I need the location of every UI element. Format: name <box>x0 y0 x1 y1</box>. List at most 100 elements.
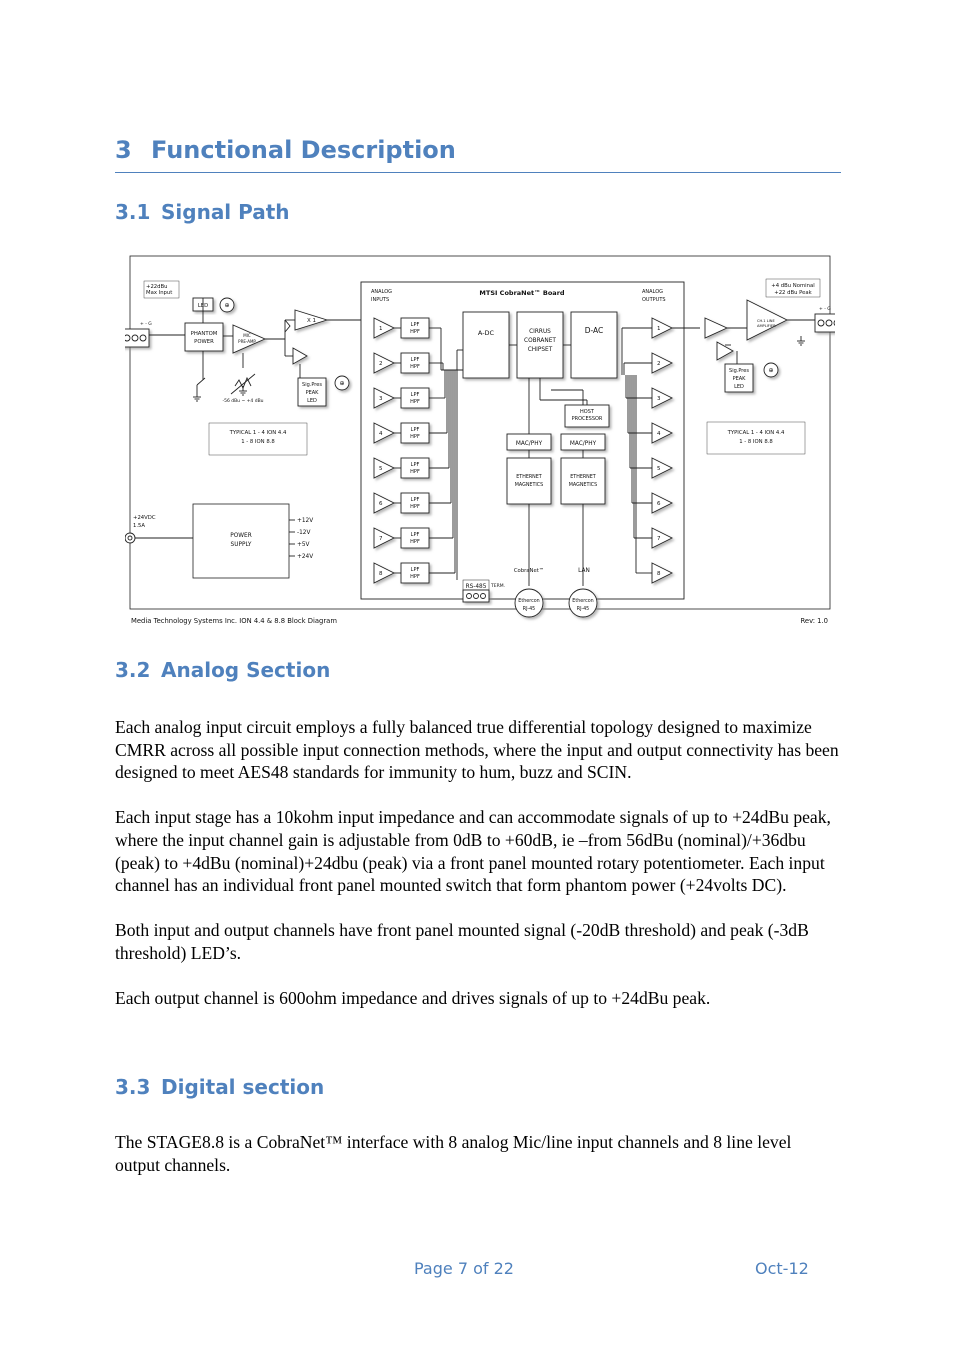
mac-phy-2-label: MAC/PHY <box>570 441 597 447</box>
magnetics-1-box <box>506 457 552 505</box>
input-channel-7-number: 7 <box>379 536 383 542</box>
power-supply-label: SUPPLY <box>231 542 252 548</box>
analog-paragraph-1: Each analog input circuit employs a full… <box>115 717 839 783</box>
typical-right-label: TYPICAL 1 - 4 ION 4.4 <box>727 430 785 436</box>
ethercon-cobranet-label: Ethercon <box>518 598 539 604</box>
sig-led-out-glyph: ⊕ <box>768 367 773 374</box>
max-input-label: +22dBu <box>146 284 168 290</box>
line-amp-label: AMPLIFIER <box>757 324 776 328</box>
rs485-pin <box>473 593 479 599</box>
rs485-label: RS-485 <box>466 584 487 590</box>
sig-pres-out-label: LED <box>734 384 744 390</box>
chipset-box <box>516 311 564 379</box>
connector-pin <box>825 319 833 327</box>
typical-right-label: 1 - 8 ION 8.8 <box>739 439 773 445</box>
sig-pres-out-box <box>724 363 754 393</box>
filter-7-label: HPF <box>410 539 420 545</box>
ethercon-cobranet-label: RJ-45 <box>523 606 535 612</box>
max-input-label: Max Input <box>146 290 172 296</box>
power-supply-label: POWER <box>230 533 251 539</box>
connector-pins-label: + - G <box>140 321 152 327</box>
phantom-power-label: POWER <box>194 339 214 345</box>
filter-6-box <box>400 492 430 514</box>
input-channel-8-number: 8 <box>379 571 383 577</box>
magnetics-2-label: MAGNETICS <box>569 482 597 488</box>
output-channel-4-number: 4 <box>657 431 661 437</box>
filter-1-label: HPF <box>410 329 420 335</box>
analog-outputs-label: ANALOG <box>642 289 663 295</box>
input-channel-5-triangle <box>373 457 396 479</box>
cobranet-label: CobraNet™ <box>514 568 544 574</box>
filter-5-box <box>400 457 430 479</box>
input-channel-8-triangle <box>373 562 396 584</box>
filter-4-box <box>400 422 430 444</box>
filter-1-box <box>400 317 430 339</box>
magnetics-1-label: MAGNETICS <box>515 482 543 488</box>
feedback-resistor-icon <box>284 319 291 333</box>
analog-paragraph-3: Both input and output channels have fron… <box>115 920 809 963</box>
output-channel-3-number: 3 <box>657 396 661 402</box>
input-channel-1-triangle <box>373 317 396 339</box>
input-channel-4-number: 4 <box>379 431 383 437</box>
mic-preamp-label: MIC <box>243 333 251 338</box>
sig-led-out-icon <box>763 362 779 378</box>
input-channel-1-number: 1 <box>379 326 383 332</box>
host-processor-label: PROCESSOR <box>572 416 603 422</box>
ethercon-lan-icon <box>568 588 598 618</box>
connector-pin <box>139 334 147 342</box>
connector-pin <box>817 319 825 327</box>
dac-box <box>570 311 618 379</box>
section-number: 3.3 <box>115 1075 151 1099</box>
led-indicator-glyph: ⊕ <box>224 302 229 309</box>
filter-2-label: LPF <box>411 357 420 363</box>
connector-pin <box>833 320 835 326</box>
output-channel-6-number: 6 <box>657 501 661 507</box>
rail-label: -12V <box>297 530 310 536</box>
output-level-label: +4 dBu Nominal <box>771 283 814 289</box>
input-channel-7-triangle <box>373 527 396 549</box>
sig-pres-in-box <box>297 377 327 407</box>
connector-pin <box>125 334 131 342</box>
board-title: MTSI CobraNet™ Board <box>479 289 564 297</box>
diagram-footer-right: Rev: 1.0 <box>800 617 828 625</box>
phantom-switch-icon <box>196 377 206 386</box>
peak-out-triangle <box>716 341 734 361</box>
host-processor-label: HOST <box>580 409 595 415</box>
power-input-label: 1.5A <box>133 523 145 529</box>
rs485-pin <box>480 593 486 599</box>
input-channel-2-number: 2 <box>379 361 383 367</box>
chipset-label: CHIPSET <box>528 347 553 353</box>
section-title: Signal Path <box>161 200 290 224</box>
input-channel-5-number: 5 <box>379 466 383 472</box>
output-buffer-triangle <box>704 317 729 339</box>
typical-left-label: TYPICAL 1 - 4 ION 4.4 <box>229 430 287 436</box>
filter-7-box <box>400 527 430 549</box>
x1-buffer-triangle <box>294 309 329 331</box>
output-channel-8-number: 8 <box>657 571 661 577</box>
filter-2-box <box>400 352 430 374</box>
power-input-label: +24VDC <box>133 515 156 521</box>
mac-phy-1-label: MAC/PHY <box>516 441 543 447</box>
sig-led-in-glyph: ⊕ <box>339 380 344 387</box>
filter-3-label: LPF <box>411 392 420 398</box>
line-amp-triangle <box>746 299 789 341</box>
section-title: Analog Section <box>161 658 331 682</box>
chipset-label: COBRANET <box>524 338 556 344</box>
chapter-number: 3 <box>115 136 132 164</box>
line-amp-label: CH.1 LINE <box>757 319 775 323</box>
connector-pins-label: + - G <box>819 306 831 312</box>
typical-left-label: 1 - 8 ION 8.8 <box>241 439 275 445</box>
filter-3-label: HPF <box>410 399 420 405</box>
analog-outputs-label: OUTPUTS <box>642 297 666 303</box>
rail-label: +24V <box>297 554 313 560</box>
output-level-box <box>765 278 821 298</box>
analog-paragraph-2: Each input stage has a 10kohm input impe… <box>115 807 831 896</box>
analog-section-body: Each analog input circuit employs a full… <box>115 716 840 1010</box>
term-label: TERM. <box>490 583 505 589</box>
filter-5-label: HPF <box>410 469 420 475</box>
analog-inputs-label: INPUTS <box>371 297 389 303</box>
phantom-power-box <box>184 322 224 352</box>
analog-paragraph-4: Each output channel is 600ohm impedance … <box>115 988 711 1009</box>
